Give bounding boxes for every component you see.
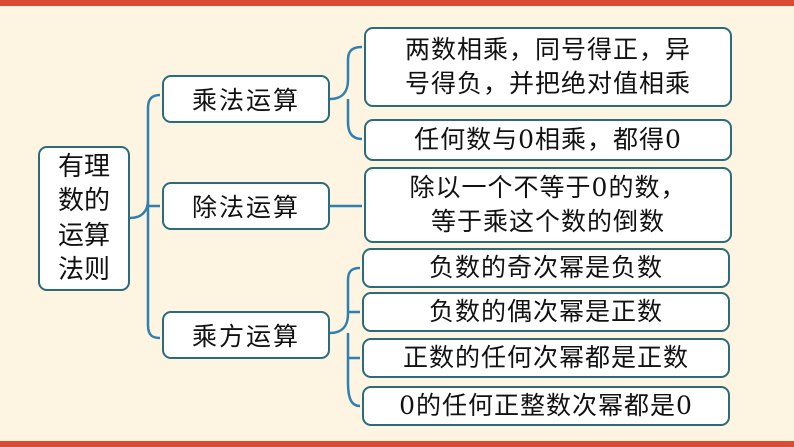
rule-power-positive: 正数的任何次幂都是正数: [362, 338, 730, 378]
bottom-accent-stripe: [0, 441, 794, 447]
branch-label: 除法运算: [191, 193, 300, 222]
root-brace: [129, 93, 161, 340]
branch-multiplication: 乘法运算: [162, 75, 330, 123]
rule-line: 负数的奇次幂是负数: [428, 253, 663, 283]
root-line: 有理: [57, 151, 110, 182]
rule-power-negative-even: 负数的偶次幂是正数: [362, 292, 730, 332]
rule-line: 负数的偶次幂是正数: [428, 297, 663, 327]
rule-line: 除以一个不等于0的数，: [409, 173, 687, 203]
rule-power-negative-odd: 负数的奇次幂是负数: [362, 248, 730, 288]
root-node-rational-operations: 有理 数的 运算 法则: [38, 146, 130, 291]
root-line: 运算: [57, 220, 110, 251]
rule-division-reciprocal: 除以一个不等于0的数， 等于乘这个数的倒数: [364, 167, 732, 243]
rule-power-zero: 0的任何正整数次幂都是0: [362, 386, 730, 426]
rule-multiplication-sign: 两数相乘，同号得正，异 号得负，并把绝对值相乘: [364, 27, 732, 107]
root-line: 法则: [57, 254, 110, 285]
rule-line: 0的任何正整数次幂都是0: [399, 391, 693, 421]
rule-line: 号得负，并把绝对值相乘: [404, 69, 691, 98]
branch-power: 乘方运算: [162, 311, 330, 359]
root-line: 数的: [57, 186, 110, 217]
rule-line: 两数相乘，同号得正，异: [404, 35, 691, 65]
power-brace: [329, 266, 361, 408]
multiplication-brace: [329, 45, 363, 141]
branch-label: 乘方运算: [191, 322, 300, 351]
top-accent-stripe: [0, 0, 794, 6]
branch-label: 乘法运算: [191, 86, 300, 115]
rule-line: 等于乘这个数的倒数: [430, 207, 665, 236]
branch-division: 除法运算: [162, 182, 330, 230]
rule-multiplication-zero: 任何数与0相乘，都得0: [364, 119, 732, 161]
rule-line: 任何数与0相乘，都得0: [414, 125, 682, 155]
rule-line: 正数的任何次幂都是正数: [402, 343, 689, 373]
